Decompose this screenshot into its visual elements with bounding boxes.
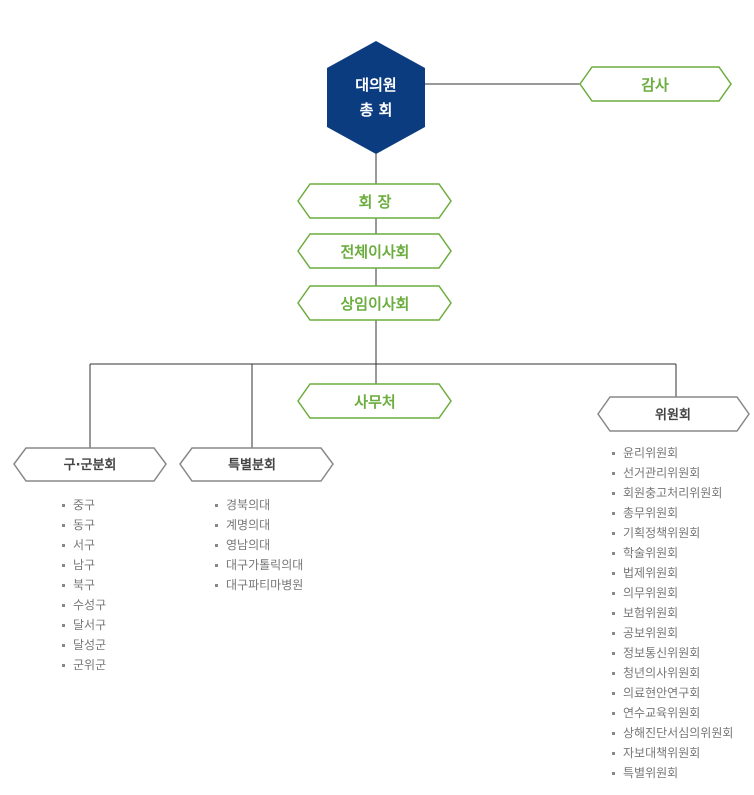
list-item[interactable]: 청년의사위원회 [611, 663, 733, 683]
list-item[interactable]: 의무위원회 [611, 583, 733, 603]
standing-board-hexagon [297, 285, 452, 321]
audit-label: 감사 [641, 76, 669, 94]
list-item[interactable]: 선거관리위원회 [611, 463, 733, 483]
list-item[interactable]: 법제위원회 [611, 563, 733, 583]
list-item[interactable]: 북구 [61, 575, 106, 595]
district-branch-hexagon [13, 447, 167, 482]
list-item[interactable]: 보험위원회 [611, 603, 733, 623]
special-branch-node[interactable]: 특별분회 [179, 447, 334, 482]
secretariat-node[interactable]: 사무처 [297, 383, 452, 419]
general-assembly-node[interactable]: 대의원 총 회 [327, 41, 425, 154]
district-branch-node[interactable]: 구·군분회 [13, 447, 167, 482]
committees-label: 위원회 [655, 407, 691, 423]
special-branch-hexagon [179, 447, 334, 482]
board-node[interactable]: 전체이사회 [297, 233, 452, 269]
list-item[interactable]: 경북의대 [214, 495, 303, 515]
list-item[interactable]: 정보통신위원회 [611, 643, 733, 663]
standing-board-label: 상임이사회 [340, 295, 409, 313]
list-item[interactable]: 영남의대 [214, 535, 303, 555]
list-item[interactable]: 특별위원회 [611, 763, 733, 783]
list-item[interactable]: 학술위원회 [611, 543, 733, 563]
connector-lines [89, 83, 677, 448]
audit-node[interactable]: 감사 [579, 66, 732, 102]
list-item[interactable]: 의료현안연구회 [611, 683, 733, 703]
secretariat-label: 사무처 [354, 393, 395, 411]
committees-hexagon [597, 396, 750, 432]
committees-node[interactable]: 위원회 [597, 396, 750, 432]
list-item[interactable]: 동구 [61, 515, 106, 535]
board-label: 전체이사회 [340, 243, 409, 261]
list-item[interactable]: 대구가톨릭의대 [214, 555, 303, 575]
list-item[interactable]: 공보위원회 [611, 623, 733, 643]
list-item[interactable]: 기획정책위원회 [611, 523, 733, 543]
list-item[interactable]: 군위군 [61, 655, 106, 675]
list-item[interactable]: 계명의대 [214, 515, 303, 535]
district-branch-label: 구·군분회 [64, 457, 117, 473]
chairman-label: 회 장 [359, 193, 392, 211]
general-assembly-label-line1: 대의원 [355, 76, 396, 94]
board-hexagon [297, 233, 452, 269]
list-item[interactable]: 남구 [61, 555, 106, 575]
general-assembly-label-line2: 총 회 [360, 101, 393, 119]
general-assembly-hexagon [327, 41, 425, 154]
list-item[interactable]: 총무위원회 [611, 503, 733, 523]
list-item[interactable]: 중구 [61, 495, 106, 515]
chairman-node[interactable]: 회 장 [297, 183, 452, 219]
list-item[interactable]: 서구 [61, 535, 106, 555]
list-item[interactable]: 수성구 [61, 595, 106, 615]
special-branch-label: 특별분회 [228, 457, 276, 473]
list-item[interactable]: 상해진단서심의위원회 [611, 723, 733, 743]
list-item[interactable]: 연수교육위원회 [611, 703, 733, 723]
list-item[interactable]: 대구파티마병원 [214, 575, 303, 595]
secretariat-hexagon [297, 383, 452, 419]
list-item[interactable]: 윤리위원회 [611, 443, 733, 463]
standing-board-node[interactable]: 상임이사회 [297, 285, 452, 321]
list-item[interactable]: 회원충고처리위원회 [611, 483, 733, 503]
chairman-hexagon [297, 183, 452, 219]
list-item[interactable]: 달서구 [61, 615, 106, 635]
list-item[interactable]: 달성군 [61, 635, 106, 655]
audit-hexagon [579, 66, 732, 102]
list-item[interactable]: 자보대책위원회 [611, 743, 733, 763]
